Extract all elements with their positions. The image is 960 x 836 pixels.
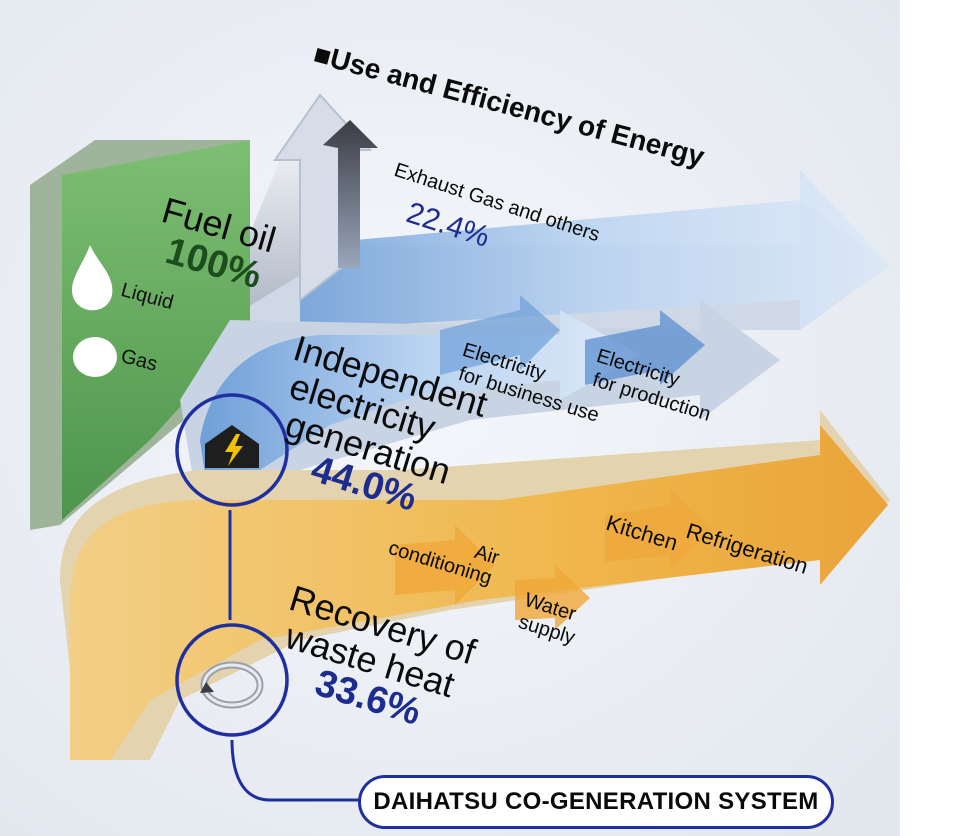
electricity-production-arrow	[585, 310, 705, 385]
circle-icon	[73, 337, 117, 377]
cycle-arrow-icon	[175, 623, 289, 737]
upper-blue-arrow	[300, 170, 890, 330]
system-name-badge: DAIHATSU CO-GENERATION SYSTEM	[358, 775, 834, 829]
connector-line-system	[230, 739, 360, 802]
electricity-business-arrow	[440, 295, 560, 375]
drop-icon	[72, 245, 113, 311]
fuel-block-front	[62, 140, 250, 520]
heat-kitchen-arrow	[605, 490, 712, 570]
exhaust-dark-core	[323, 120, 378, 268]
heat-water-arrow	[515, 565, 590, 630]
heat-air-arrow	[395, 525, 495, 605]
lightning-house-icon	[175, 393, 289, 507]
